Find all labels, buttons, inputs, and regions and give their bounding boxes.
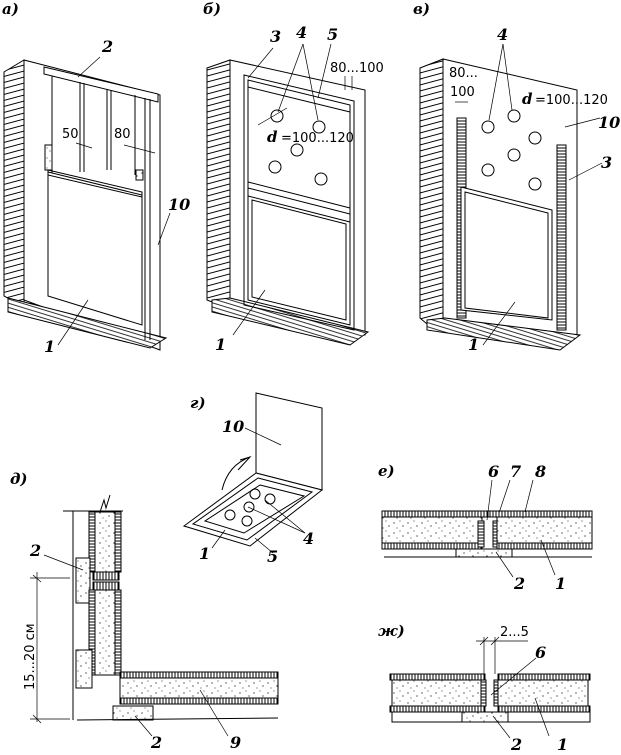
callout-6: 6 bbox=[535, 643, 546, 662]
callout-4: 4 bbox=[497, 25, 508, 44]
dim-d-symbol: d bbox=[522, 90, 533, 108]
callout-2: 2 bbox=[513, 574, 525, 593]
dim-height: 15...20 см bbox=[23, 623, 38, 690]
callout-2: 2 bbox=[510, 735, 522, 754]
figure-g: г) 10 4 1 5 bbox=[182, 392, 324, 566]
figure-zh-label: ж) bbox=[378, 622, 405, 640]
figure-v: в) 4 10 3 1 80... 100 d =100...120 bbox=[413, 0, 620, 354]
callout-1: 1 bbox=[199, 544, 210, 563]
mortar-2 bbox=[112, 705, 154, 721]
dim-80: 80 bbox=[114, 127, 131, 142]
hole bbox=[507, 109, 521, 123]
hole bbox=[290, 143, 304, 157]
dim-d-symbol: d bbox=[267, 128, 278, 146]
figure-a: а) 2 10 1 50 80 bbox=[2, 0, 190, 356]
figure-v-label: в) bbox=[413, 0, 430, 18]
hole bbox=[270, 109, 284, 123]
hole bbox=[528, 131, 542, 145]
floor-panel-9 bbox=[119, 677, 279, 699]
callout-2: 2 bbox=[101, 37, 113, 56]
dim-d-value: =100...120 bbox=[281, 131, 354, 146]
callout-1: 1 bbox=[44, 337, 55, 356]
panel-left bbox=[391, 679, 484, 709]
callout-10: 10 bbox=[222, 417, 244, 436]
mortar-2 bbox=[461, 711, 509, 723]
hole bbox=[314, 172, 328, 186]
callout-5: 5 bbox=[327, 25, 338, 44]
figure-e-label: е) bbox=[378, 462, 395, 480]
panel-left bbox=[381, 516, 483, 544]
mortar-2 bbox=[455, 548, 513, 558]
callout-3: 3 bbox=[270, 27, 281, 46]
batten bbox=[556, 144, 567, 331]
brick-wall bbox=[206, 59, 231, 306]
callout-1: 1 bbox=[555, 574, 566, 593]
callout-5: 5 bbox=[267, 547, 278, 566]
brick-wall bbox=[419, 58, 444, 329]
hole bbox=[481, 120, 495, 134]
dim-d-value: =100...120 bbox=[535, 93, 608, 108]
callout-9: 9 bbox=[230, 733, 241, 752]
dim-gap: 2...5 bbox=[500, 625, 529, 640]
figure-b-label: б) bbox=[203, 0, 221, 18]
dim-gap-1: 80... bbox=[449, 66, 478, 81]
figure-e: е) 6 7 8 2 1 bbox=[378, 462, 593, 593]
callout-3: 3 bbox=[601, 153, 612, 172]
callout-1: 1 bbox=[215, 335, 226, 354]
dim-gap-2: 100 bbox=[450, 85, 475, 100]
callout-10: 10 bbox=[598, 113, 620, 132]
panel-1 bbox=[460, 186, 553, 321]
figure-a-label: а) bbox=[2, 0, 19, 18]
floor bbox=[7, 297, 168, 349]
panel-right bbox=[496, 516, 593, 544]
hole bbox=[528, 177, 542, 191]
callout-6: 6 bbox=[488, 462, 499, 481]
callout-8: 8 bbox=[534, 462, 546, 481]
figure-zh: ж) 2...5 6 2 1 bbox=[378, 622, 591, 754]
panel-1 bbox=[47, 171, 143, 326]
callout-4: 4 bbox=[303, 529, 314, 548]
callout-10: 10 bbox=[168, 195, 190, 214]
hole bbox=[507, 148, 521, 162]
floor bbox=[426, 317, 582, 351]
callout-2-upper: 2 bbox=[29, 541, 41, 560]
dim-gap: 80...100 bbox=[330, 61, 384, 76]
hole bbox=[481, 163, 495, 177]
panel-1 bbox=[251, 199, 347, 321]
panel-right bbox=[497, 679, 589, 709]
callout-7: 7 bbox=[510, 462, 521, 481]
dim-50: 50 bbox=[62, 127, 79, 142]
callout-4: 4 bbox=[296, 23, 307, 42]
figure-d: д) 15...20 см 2 2 9 bbox=[10, 470, 279, 752]
figure-g-label: г) bbox=[190, 394, 206, 412]
hole bbox=[312, 120, 326, 134]
callout-2-lower: 2 bbox=[150, 733, 162, 752]
hole bbox=[268, 160, 282, 174]
callout-1: 1 bbox=[557, 735, 568, 754]
top-rail bbox=[43, 66, 159, 103]
figure-b: б) 3 4 5 1 80...100 d =100...120 bbox=[203, 0, 384, 354]
callout-1: 1 bbox=[468, 335, 479, 354]
figure-d-label: д) bbox=[10, 470, 28, 488]
